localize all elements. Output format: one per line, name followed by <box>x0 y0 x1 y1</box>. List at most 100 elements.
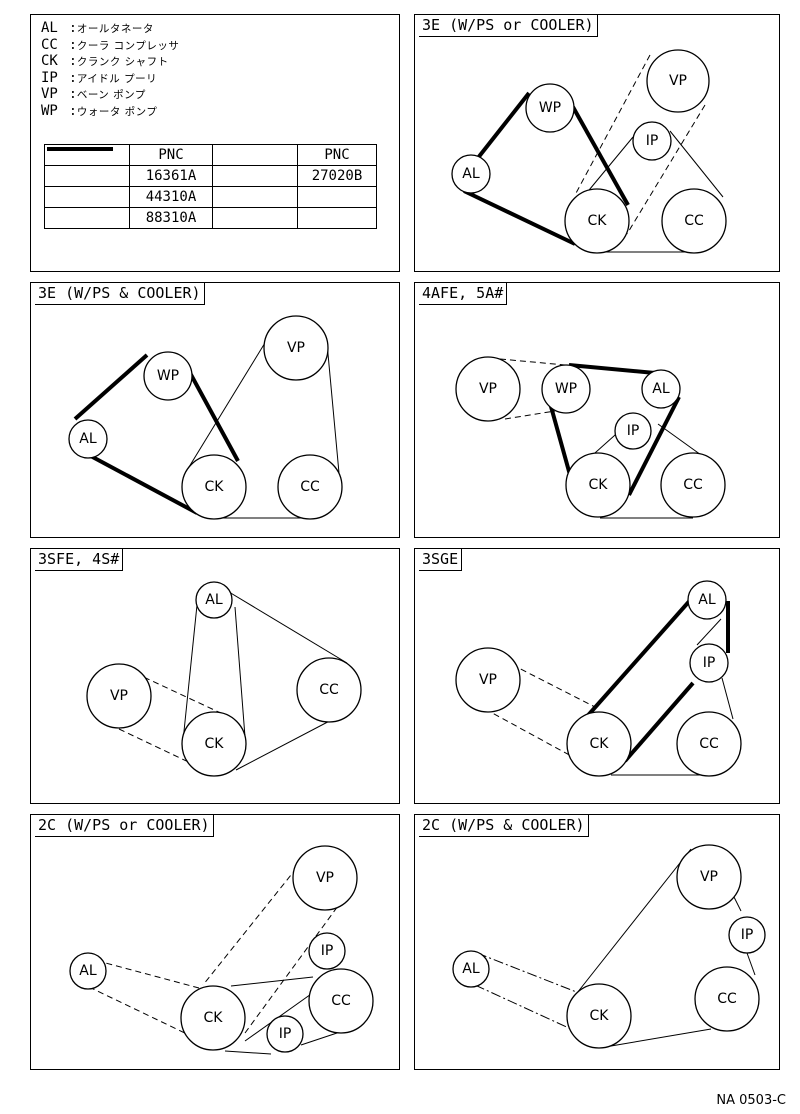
ck-label: CK <box>204 1010 224 1026</box>
pnc-header: PNC <box>297 144 377 166</box>
wp-pulley <box>143 351 193 401</box>
cc-label: CC <box>717 991 737 1007</box>
abbr-row: VP:ベーン ポンプ <box>41 86 146 102</box>
ck-label: CK <box>205 479 225 495</box>
ck-pulley <box>181 711 247 777</box>
table-row: 16361A 27020B <box>44 146 377 187</box>
ip-pulley <box>308 932 346 970</box>
ip-pulley-2 <box>266 1015 304 1053</box>
ck-pulley <box>566 711 632 777</box>
table-row: 88310A <box>44 148 377 229</box>
ip-pulley <box>728 916 766 954</box>
cc-pulley <box>308 968 374 1034</box>
abbr-row: IP:アイドル プーリ <box>41 69 158 86</box>
ck-label: CK <box>589 477 609 493</box>
abbreviation-list: AL:オールタネータ CC:クーラ コンプレッサ CK:クランク シャフト IP… <box>41 20 180 120</box>
al-label: AL <box>462 166 480 182</box>
pnc-value: 16361A <box>129 165 213 187</box>
panel-title: 2C (W/PS & COOLER) <box>419 815 589 837</box>
panel-title: 3E (W/PS or COOLER) <box>419 15 598 37</box>
al-label: AL <box>79 431 97 447</box>
legend-panel: AL:オールタネータ CC:クーラ コンプレッサ CK:クランク シャフト IP… <box>30 14 400 272</box>
ip-label: IP <box>321 943 334 959</box>
belt-diagram: VP AL IP CK CC <box>455 580 742 777</box>
ip-label: IP <box>703 655 716 671</box>
belt-diagram: AL WP VP IP CK CC <box>451 49 727 254</box>
panel-3e-ps-and-cooler: AL WP VP CK CC 3E (W/PS & COOLER) <box>30 282 400 538</box>
ck-label: CK <box>588 213 608 229</box>
vp-label: VP <box>479 672 497 688</box>
ck-pulley <box>566 983 632 1049</box>
ck-pulley <box>180 985 246 1051</box>
ip-label: IP <box>646 133 659 149</box>
abbr-row: WP:ウォータ ポンプ <box>41 102 158 119</box>
vp-label: VP <box>316 870 334 886</box>
ck-label: CK <box>590 1008 610 1024</box>
cc-pulley <box>661 188 727 254</box>
panel-title: 4AFE, 5A# <box>419 283 508 305</box>
dashed-line-sample <box>44 148 130 208</box>
vp-pulley <box>646 49 710 113</box>
cc-pulley <box>660 452 726 518</box>
al-label: AL <box>652 381 670 397</box>
cc-label: CC <box>684 213 704 229</box>
al-pulley <box>68 419 108 459</box>
panel-2c-ps-or-cooler: AL VP IP CC CK IP 2C (W/PS or COOLER) <box>30 814 400 1070</box>
al-pulley <box>195 581 233 619</box>
panel-title: 3SFE, 4S# <box>35 549 124 571</box>
al-pulley <box>451 154 491 194</box>
belt-diagram: AL VP CC CK <box>86 581 362 777</box>
al-label: AL <box>79 963 97 979</box>
table-row: 44310A <box>44 148 377 208</box>
panel-3sfe-4s: AL VP CC CK 3SFE, 4S# <box>30 548 400 804</box>
pnc-value: 88310A <box>129 207 213 229</box>
vp-pulley <box>86 663 152 729</box>
al-label: AL <box>462 961 480 977</box>
panel-title: 3E (W/PS & COOLER) <box>35 283 205 305</box>
wp-label: WP <box>157 368 179 384</box>
al-pulley <box>687 580 727 620</box>
panel-2c-ps-and-cooler: AL VP IP CC CK 2C (W/PS & COOLER) <box>414 814 780 1070</box>
cc-pulley <box>277 454 343 520</box>
ip-label: IP <box>627 423 640 439</box>
cc-label: CC <box>319 682 339 698</box>
diagram-code: NA 0503-C <box>716 1093 786 1108</box>
thick-line-sample <box>44 146 130 187</box>
pnc-table: PNC PNC 16361A 27020B 44310A 88310A <box>44 144 377 229</box>
cc-label: CC <box>331 993 351 1009</box>
cc-label: CC <box>300 479 320 495</box>
cc-label: CC <box>683 477 703 493</box>
cc-pulley <box>694 966 760 1032</box>
ck-label: CK <box>205 736 225 752</box>
vp-label: VP <box>479 381 497 397</box>
abbr-row: CC:クーラ コンプレッサ <box>41 36 180 53</box>
vp-label: VP <box>110 688 128 704</box>
vp-pulley <box>676 844 742 910</box>
abbr-row: CK:クランク シャフト <box>41 53 169 69</box>
wp-label: WP <box>539 100 561 116</box>
cc-label: CC <box>699 736 719 752</box>
al-label: AL <box>205 592 223 608</box>
belt-diagram: AL VP IP CC CK IP <box>69 845 374 1055</box>
cc-pulley <box>676 711 742 777</box>
ck-pulley <box>181 454 247 520</box>
ck-pulley <box>565 452 631 518</box>
ck-pulley <box>564 188 630 254</box>
panel-title: 3SGE <box>419 549 463 571</box>
al-pulley <box>452 950 490 988</box>
panel-3sge: VP AL IP CK CC 3SGE <box>414 548 780 804</box>
vp-pulley <box>455 647 521 713</box>
vp-pulley <box>263 315 329 381</box>
ip-pulley <box>614 412 652 450</box>
wp-pulley <box>541 364 591 414</box>
vp-pulley <box>292 845 358 911</box>
vp-label: VP <box>287 340 305 356</box>
al-pulley <box>69 952 107 990</box>
panel-3e-ps-or-cooler: AL WP VP IP CK CC 3E (W/PS or COOLER) <box>414 14 780 272</box>
vp-label: VP <box>669 73 687 89</box>
wp-pulley <box>525 83 575 133</box>
al-pulley <box>641 369 681 409</box>
belt-diagram: AL VP IP CC CK <box>452 844 766 1049</box>
ip-pulley <box>689 643 729 683</box>
wp-label: WP <box>555 381 577 397</box>
